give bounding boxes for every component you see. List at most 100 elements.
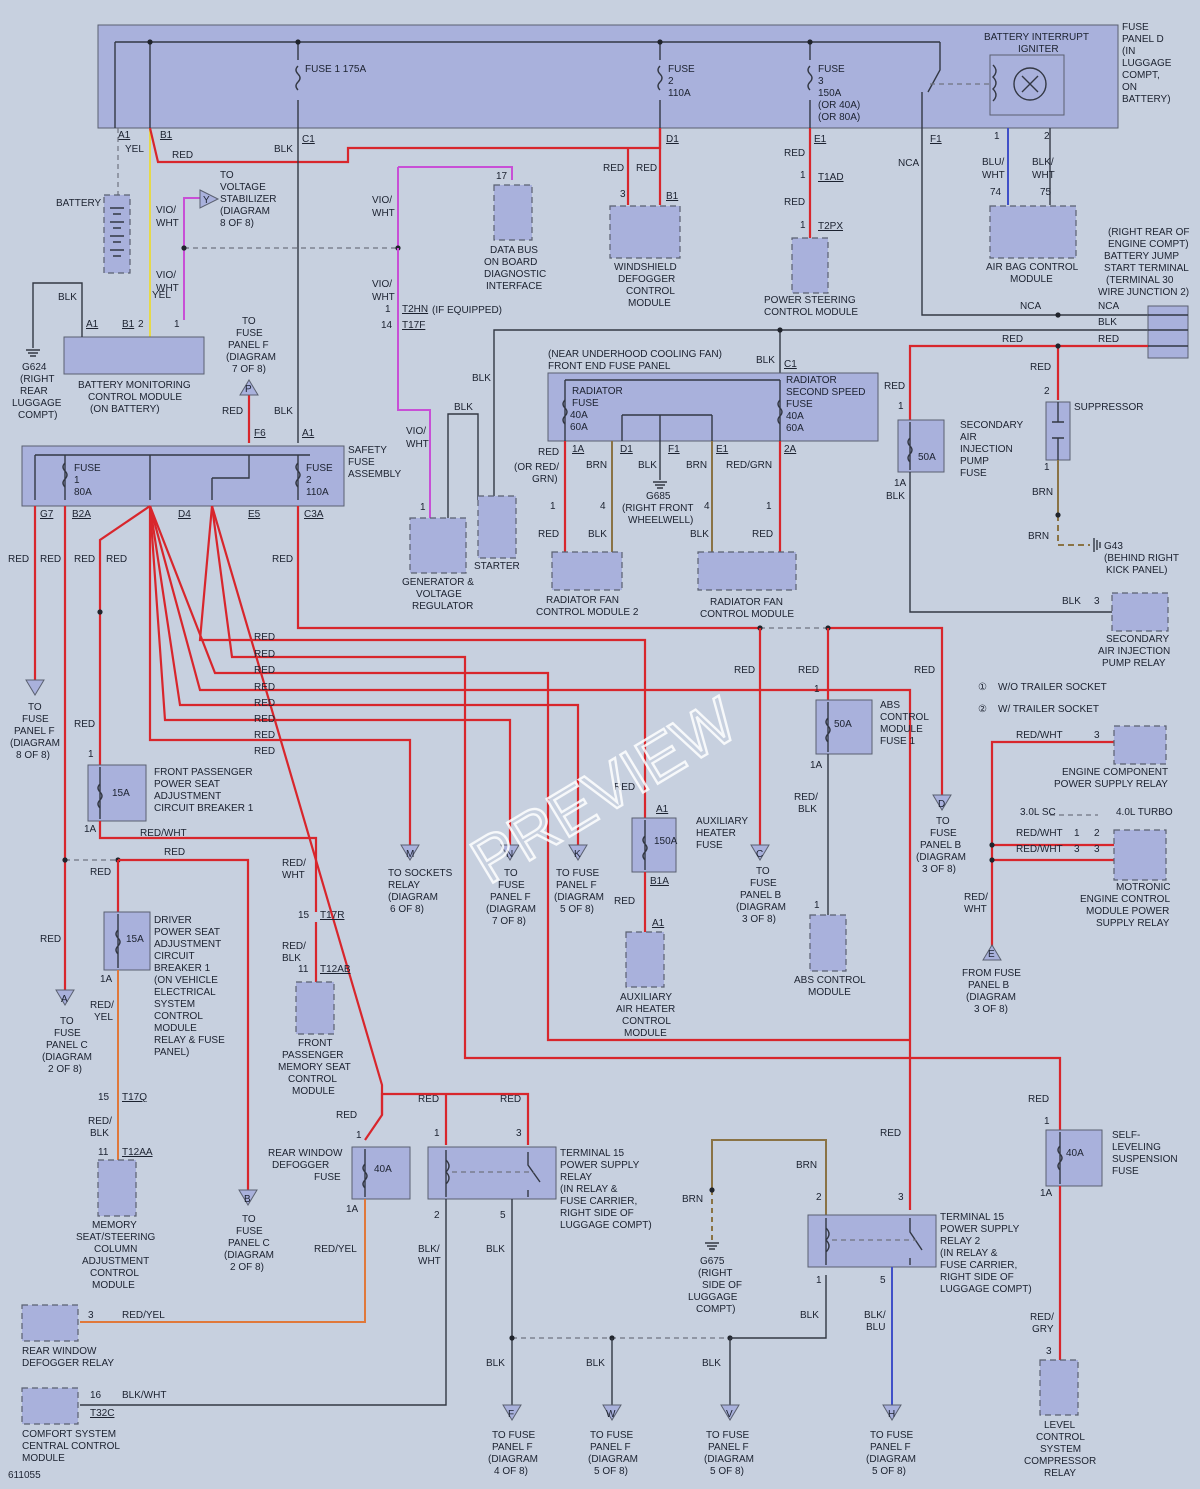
svg-text:E5: E5 [248,509,261,520]
svg-text:Y: Y [203,195,210,206]
svg-text:RED: RED [603,163,624,174]
svg-text:A: A [61,994,68,1005]
svg-text:WHT: WHT [982,170,1005,181]
svg-text:RED/WHT: RED/WHT [140,828,187,839]
svg-text:COMPT): COMPT) [696,1304,735,1315]
svg-text:RELAY & FUSE: RELAY & FUSE [154,1035,225,1046]
svg-text:(DIAGRAM: (DIAGRAM [224,1250,274,1261]
svg-text:BATTERY MONITORING: BATTERY MONITORING [78,380,191,391]
svg-text:T17Q: T17Q [122,1092,147,1103]
svg-text:TO: TO [756,866,770,877]
svg-text:(ON VEHICLE: (ON VEHICLE [154,975,218,986]
svg-text:RED: RED [222,406,243,417]
svg-text:7 OF 8): 7 OF 8) [492,916,526,927]
svg-text:3: 3 [1094,730,1100,741]
svg-text:N: N [506,849,513,860]
svg-text:PANEL F: PANEL F [14,726,55,737]
svg-text:RED: RED [254,665,275,676]
svg-text:GRN): GRN) [532,474,558,485]
svg-text:A1: A1 [118,130,131,141]
svg-text:COLUMN: COLUMN [94,1244,137,1255]
svg-text:15A: 15A [112,788,130,799]
svg-text:PANEL B: PANEL B [968,980,1009,991]
svg-text:T32C: T32C [90,1408,114,1419]
svg-text:FUSE: FUSE [1112,1166,1139,1177]
svg-text:B1: B1 [122,319,135,330]
svg-text:H: H [888,1409,895,1420]
svg-text:RELAY 2: RELAY 2 [940,1236,981,1247]
svg-text:BLK: BLK [1062,596,1081,607]
svg-text:BRN: BRN [586,460,607,471]
svg-text:50A: 50A [918,452,936,463]
svg-text:(RIGHT REAR OF: (RIGHT REAR OF [1108,227,1189,238]
svg-text:1: 1 [814,900,820,911]
svg-text:NCA: NCA [1098,301,1119,312]
svg-text:FUSE CARRIER,: FUSE CARRIER, [940,1260,1017,1271]
svg-text:POWER SEAT: POWER SEAT [154,927,220,938]
svg-text:F6: F6 [254,428,266,439]
svg-text:RED: RED [884,381,905,392]
svg-text:TERMINAL 15: TERMINAL 15 [560,1148,625,1159]
svg-text:①: ① [978,682,987,693]
svg-text:FROM FUSE: FROM FUSE [962,968,1021,979]
svg-text:RIGHT SIDE OF: RIGHT SIDE OF [560,1208,634,1219]
svg-text:1: 1 [1044,1116,1050,1127]
svg-text:RED: RED [418,1094,439,1105]
svg-text:BLK: BLK [800,1310,819,1321]
svg-text:FUSE: FUSE [314,1172,341,1183]
svg-text:WHT: WHT [372,208,395,219]
svg-text:RED: RED [1028,1094,1049,1105]
svg-text:3: 3 [1094,596,1100,607]
svg-text:RED/WHT: RED/WHT [1016,844,1063,855]
svg-text:BATTERY INTERRUPT: BATTERY INTERRUPT [984,32,1089,43]
svg-text:CONTROL MODULE: CONTROL MODULE [88,392,182,403]
svg-text:C: C [756,849,763,860]
svg-text:W/ TRAILER SOCKET: W/ TRAILER SOCKET [998,704,1099,715]
svg-text:BLK: BLK [586,1358,605,1369]
svg-text:POWER SUPPLY RELAY: POWER SUPPLY RELAY [1054,779,1168,790]
svg-text:REAR WINDOW: REAR WINDOW [22,1346,97,1357]
svg-text:TO FUSE: TO FUSE [870,1430,913,1441]
svg-text:CONTROL MODULE: CONTROL MODULE [764,307,858,318]
svg-text:611055: 611055 [8,1470,41,1481]
svg-text:80A: 80A [74,487,92,498]
svg-text:ABS CONTROL: ABS CONTROL [794,975,866,986]
svg-text:3: 3 [1094,844,1100,855]
svg-text:W: W [606,1409,616,1420]
svg-text:1: 1 [800,220,806,231]
svg-text:BLK: BLK [690,529,709,540]
svg-text:MODULE: MODULE [154,1023,197,1034]
svg-text:CONTROL: CONTROL [288,1074,337,1085]
svg-text:PANEL F: PANEL F [556,880,597,891]
svg-text:(RIGHT: (RIGHT [20,374,54,385]
svg-text:15A: 15A [126,934,144,945]
svg-text:4: 4 [600,501,606,512]
svg-text:110A: 110A [668,88,691,99]
svg-text:11: 11 [298,964,309,975]
svg-text:WHT: WHT [964,904,987,915]
svg-text:PASSENGER: PASSENGER [282,1050,344,1061]
svg-text:3 OF 8): 3 OF 8) [922,864,956,875]
svg-text:GENERATOR &: GENERATOR & [402,577,474,588]
svg-text:FUSE: FUSE [54,1028,81,1039]
svg-text:RED: RED [336,1110,357,1121]
svg-text:2: 2 [668,76,674,87]
svg-text:1A: 1A [572,444,585,455]
svg-text:CONTROL: CONTROL [1036,1432,1085,1443]
svg-text:1: 1 [434,1128,440,1139]
svg-text:7 OF 8): 7 OF 8) [232,364,266,375]
svg-text:②: ② [978,704,987,715]
svg-text:1: 1 [814,684,820,695]
svg-text:TO FUSE: TO FUSE [556,868,599,879]
svg-text:3.0L SC: 3.0L SC [1020,807,1056,818]
svg-text:IGNITER: IGNITER [1018,44,1059,55]
svg-text:BLK: BLK [798,804,817,815]
svg-text:150A: 150A [818,88,842,99]
svg-text:STABILIZER: STABILIZER [220,194,277,205]
svg-text:3: 3 [88,1310,94,1321]
svg-text:TERMINAL 15: TERMINAL 15 [940,1212,1005,1223]
svg-text:(OR 80A): (OR 80A) [818,112,860,123]
